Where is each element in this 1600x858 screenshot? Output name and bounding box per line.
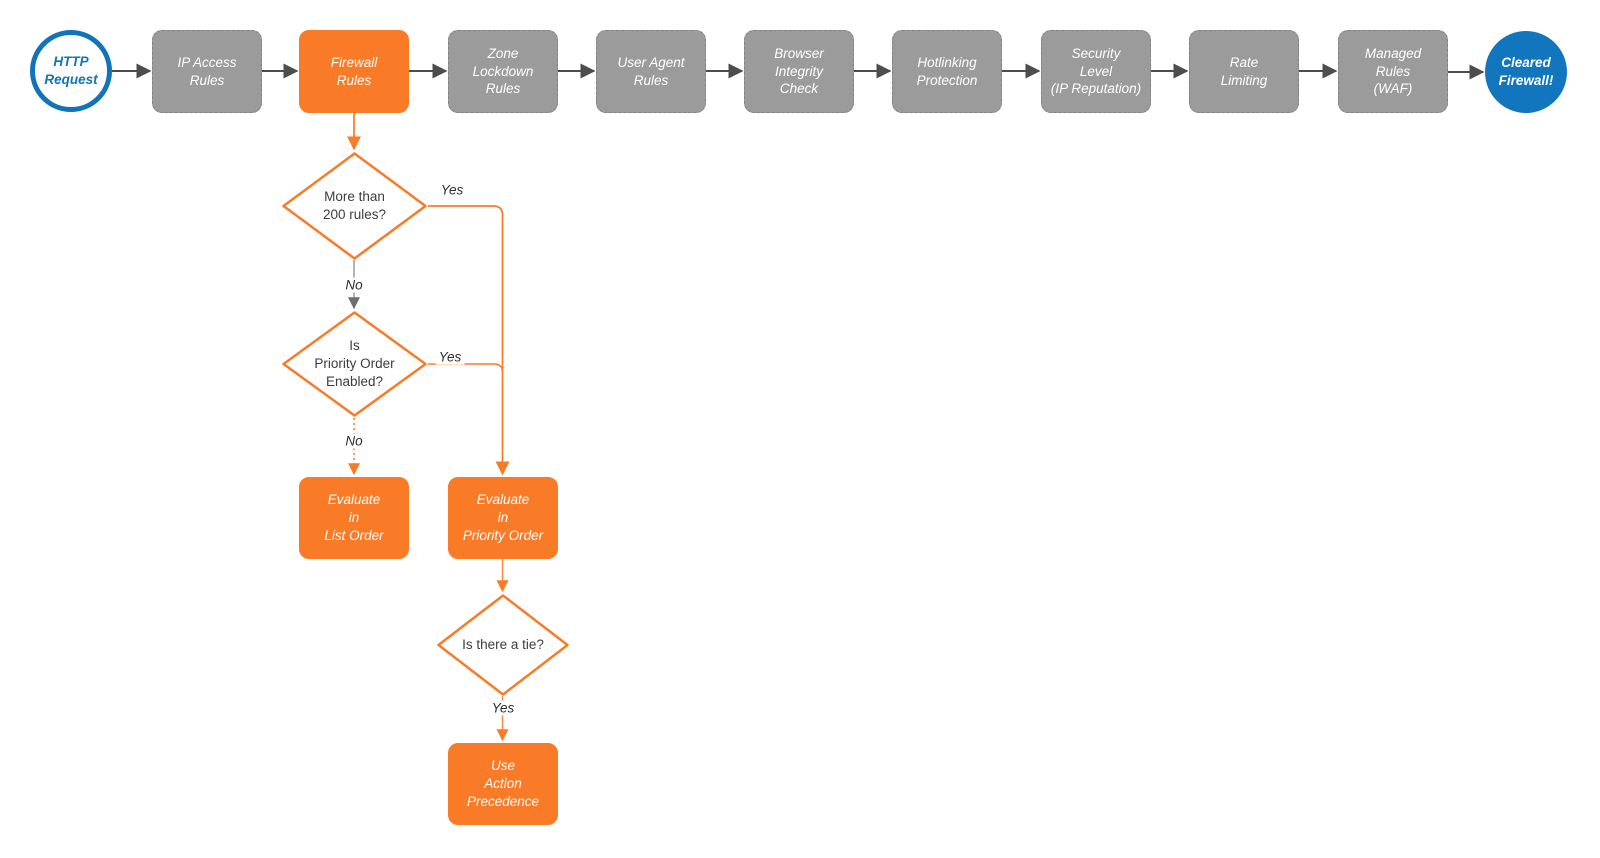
node-user-agent-rules-label: User Agent Rules: [617, 54, 685, 88]
node-user-agent-rules: User Agent Rules: [596, 30, 706, 113]
node-rate-limiting: Rate Limiting: [1189, 30, 1299, 113]
branch-label-decision2-yes: Yes: [435, 349, 465, 365]
node-security-level-label: Security Level (IP Reputation): [1050, 45, 1142, 97]
branch-label-decision1-yes: Yes: [437, 182, 467, 198]
node-browser-integrity-check-label: Browser Integrity Check: [774, 45, 824, 97]
decision-more-than-200-rules-label: More than 200 rules?: [322, 188, 387, 222]
node-evaluate-list-order: Evaluate in List Order: [299, 477, 409, 559]
node-zone-lockdown-rules: Zone Lockdown Rules: [448, 30, 558, 113]
node-managed-rules-waf-label: Managed Rules (WAF): [1364, 45, 1422, 97]
decision-is-there-a-tie-label: Is there a tie?: [462, 636, 544, 652]
node-browser-integrity-check: Browser Integrity Check: [744, 30, 854, 113]
branch-label-decision2-no: No: [342, 433, 366, 449]
node-ip-access-rules-label: IP Access Rules: [177, 54, 237, 88]
branch-label-decision1-no: No: [342, 277, 366, 293]
node-hotlinking-protection: Hotlinking Protection: [892, 30, 1002, 113]
decision-more-than-200-rules: More than 200 rules?: [281, 151, 428, 261]
decision-priority-order-enabled: Is Priority Order Enabled?: [281, 310, 428, 418]
node-http-request: HTTP Request: [30, 30, 112, 112]
node-firewall-rules: Firewall Rules: [299, 30, 409, 113]
decision-priority-order-enabled-label: Is Priority Order Enabled?: [314, 337, 395, 390]
node-evaluate-priority-order: Evaluate in Priority Order: [448, 477, 558, 559]
node-managed-rules-waf: Managed Rules (WAF): [1338, 30, 1448, 113]
node-use-action-precedence-label: Use Action Precedence: [466, 758, 540, 809]
decision-is-there-a-tie-shape: [437, 594, 569, 696]
node-ip-access-rules: IP Access Rules: [152, 30, 262, 113]
node-rate-limiting-label: Rate Limiting: [1220, 54, 1268, 88]
decision-more-than-200-rules-shape: [282, 152, 427, 260]
edge-decision1-yes-to-evaluate-priority: [428, 205, 510, 476]
node-http-request-label: HTTP Request: [44, 54, 98, 87]
node-evaluate-priority-order-label: Evaluate in Priority Order: [462, 492, 544, 543]
node-firewall-rules-label: Firewall Rules: [330, 54, 378, 88]
edge-decision2-yes-join: [428, 363, 504, 373]
branch-label-decision3-yes: Yes: [488, 700, 518, 716]
node-evaluate-list-order-label: Evaluate in List Order: [324, 492, 384, 543]
node-zone-lockdown-rules-label: Zone Lockdown Rules: [472, 45, 534, 97]
node-cleared-firewall-label: Cleared Firewall!: [1498, 55, 1554, 88]
decision-priority-order-enabled-shape: [282, 311, 427, 417]
node-use-action-precedence: Use Action Precedence: [448, 743, 558, 825]
node-security-level: Security Level (IP Reputation): [1041, 30, 1151, 113]
node-cleared-firewall: Cleared Firewall!: [1485, 31, 1567, 113]
node-hotlinking-protection-label: Hotlinking Protection: [916, 54, 978, 88]
decision-is-there-a-tie: Is there a tie?: [436, 593, 570, 697]
